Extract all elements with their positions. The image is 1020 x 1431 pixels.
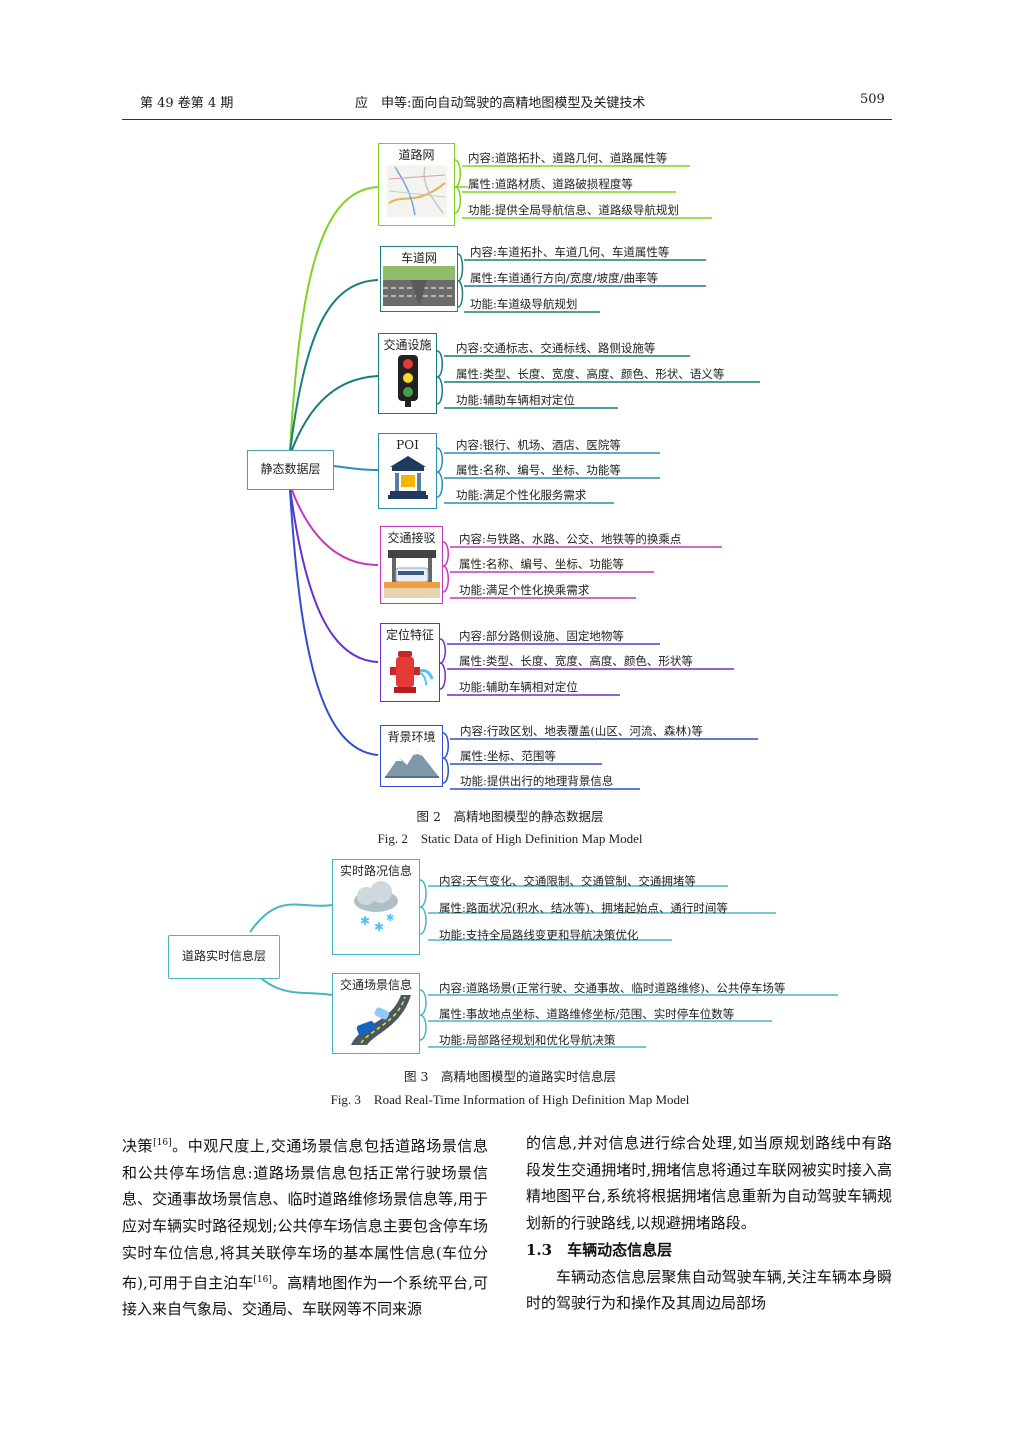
- fig2-leaf: 内容:交通标志、交通标线、路侧设施等: [456, 341, 656, 355]
- branch-poi: [333, 465, 379, 471]
- fig2-leaf: 属性:类型、长度、宽度、高度、颜色、形状等: [459, 654, 693, 668]
- page-number: 509: [860, 92, 885, 107]
- body-column-left: 决策[16]。中观尺度上,交通场景信息包括道路场景信息和公共停车场信息:道路场景…: [122, 1130, 488, 1323]
- node-realtime-traffic: 实时路况信息 ✱ ✱ ✱: [332, 859, 420, 955]
- fig2-leaf: 功能:辅助车辆相对定位: [459, 680, 578, 694]
- fig2-leaf: 功能:满足个性化服务需求: [456, 488, 587, 502]
- fig2-leaf: 功能:满足个性化换乘需求: [459, 583, 590, 597]
- node-background-environment: 背景环境: [380, 725, 443, 787]
- lane-road-icon: [383, 266, 455, 306]
- fig2-leaf: 属性:类型、长度、宽度、高度、颜色、形状、语义等: [456, 367, 725, 381]
- fig2-leaf: 内容:银行、机场、酒店、医院等: [456, 438, 621, 452]
- node-title: POI: [396, 438, 419, 452]
- road-accident-icon: [351, 995, 411, 1045]
- fig3-leaf: 功能:局部路径规划和优化导航决策: [439, 1033, 616, 1047]
- citation[interactable]: [16]: [153, 1138, 172, 1148]
- fig2-leaf: 功能:车道级导航规划: [470, 297, 578, 311]
- node-title: 车道网: [400, 251, 437, 265]
- branch-transfer: [289, 484, 379, 566]
- fig2-leaf: 内容:部分路侧设施、固定地物等: [459, 629, 624, 643]
- fig2-root-label: 静态数据层: [260, 462, 321, 476]
- fig2-leaf: 属性:道路材质、道路破损程度等: [468, 177, 633, 191]
- fig3-leaf: 内容:天气变化、交通限制、交通管制、交通拥堵等: [439, 874, 696, 888]
- body-paragraph: 的信息,并对信息进行综合处理,如当原规划路线中有路段发生交通拥堵时,拥堵信息将通…: [526, 1134, 892, 1233]
- journal-issue: 第 49 卷第 4 期: [140, 96, 234, 111]
- fig2-leaf: 内容:行政区划、地表覆盖(山区、河流、森林)等: [460, 724, 703, 738]
- node-title: 道路网: [398, 148, 435, 162]
- running-title: 应 申等:面向自动驾驶的高精地图模型及关键技术: [355, 96, 646, 111]
- fig2-root-node: 静态数据层: [247, 450, 334, 490]
- branch-traffic-facility: [289, 375, 379, 456]
- fig2-connectors: [289, 159, 760, 790]
- citation[interactable]: [16]: [253, 1274, 272, 1285]
- fig3-leaf: 功能:支持全局路线变更和导航决策优化: [439, 928, 639, 942]
- section-heading: 1.3 车辆动态信息层: [526, 1240, 673, 1259]
- mountain-icon: [384, 749, 439, 778]
- fig3-connectors: [249, 879, 838, 1048]
- fig2-leaf: 内容:车道拓扑、车道几何、车道属性等: [470, 245, 670, 259]
- fig2-caption-cn: 图 2 高精地图模型的静态数据层: [416, 809, 604, 824]
- text-run: 。高精地图作为一个系统平台,可接入来自气象局、交通局、车联网等不同来源: [122, 1273, 488, 1319]
- node-title: 实时路况信息: [339, 864, 412, 878]
- header-rule: [122, 119, 892, 120]
- fig2-leaf: 功能:提供全局导航信息、道路级导航规划: [468, 203, 679, 217]
- fig3-root-node: 道路实时信息层: [168, 935, 280, 979]
- svg-text:✱: ✱: [386, 913, 394, 924]
- fig3-leaf: 内容:道路场景(正常行驶、交通事故、临时道路维修)、公共停车场等: [439, 981, 786, 995]
- fig3-leaf: 属性:路面状况(积水、结冰等)、拥堵起始点、通行时间等: [439, 901, 728, 915]
- node-traffic-scene: 交通场景信息: [332, 973, 420, 1054]
- fig2-leaf: 属性:名称、编号、坐标、功能等: [456, 463, 621, 477]
- fig3-caption-en: Fig. 3 Road Real-Time Information of Hig…: [330, 1092, 690, 1107]
- branch-road-network: [289, 186, 379, 451]
- traffic-light-icon: [397, 355, 418, 407]
- fig2-leaf: 属性:车道通行方向/宽度/坡度/曲率等: [470, 271, 658, 285]
- node-lane-network: 车道网: [380, 246, 458, 312]
- node-poi: POI: [378, 433, 437, 509]
- fig2-caption-en: Fig. 2 Static Data of High Definition Ma…: [377, 831, 643, 846]
- node-transfer: 交通接驳: [380, 526, 443, 604]
- node-traffic-facility: 交通设施: [378, 333, 437, 414]
- branch-lane-network: [289, 279, 379, 453]
- branch-positioning: [289, 487, 379, 663]
- svg-text:✱: ✱: [374, 920, 384, 934]
- node-title: 交通场景信息: [339, 978, 412, 992]
- road-map-icon: [386, 165, 447, 217]
- body-column-right: 的信息,并对信息进行综合处理,如当原规划路线中有路段发生交通拥堵时,拥堵信息将通…: [526, 1130, 892, 1317]
- branch-background: [289, 489, 379, 756]
- node-title: 交通设施: [383, 338, 432, 352]
- fig3-caption-cn: 图 3 高精地图模型的道路实时信息层: [404, 1069, 616, 1084]
- fire-hydrant-icon: [390, 651, 434, 693]
- svg-text:✱: ✱: [360, 914, 370, 928]
- text-run: 。中观尺度上,交通场景信息包括道路场景信息和公共停车场信息:道路场景信息包括正常…: [122, 1137, 488, 1292]
- fig2-leaf: 功能:辅助车辆相对定位: [456, 393, 575, 407]
- body-paragraph: 决策[16]。中观尺度上,交通场景信息包括道路场景信息和公共停车场信息:道路场景…: [122, 1130, 488, 1323]
- node-title: 背景环境: [387, 730, 436, 744]
- fig2-leaf: 属性:名称、编号、坐标、功能等: [459, 557, 624, 571]
- text-run: 决策: [122, 1137, 154, 1155]
- node-title: 交通接驳: [387, 531, 436, 545]
- fig3-root-label: 道路实时信息层: [181, 949, 266, 963]
- fig2-leaf: 内容:道路拓扑、道路几何、道路属性等: [468, 151, 668, 165]
- fig3-leaf: 属性:事故地点坐标、道路维修坐标/范围、实时停车位数等: [439, 1007, 735, 1021]
- train-station-icon: [383, 550, 440, 598]
- fig2-leaf: 属性:坐标、范围等: [460, 749, 556, 763]
- snow-cloud-icon: ✱ ✱ ✱: [354, 881, 398, 934]
- node-road-network: 道路网: [378, 143, 455, 226]
- fig2-leaf: 内容:与铁路、水路、公交、地铁等的换乘点: [459, 532, 682, 546]
- body-paragraph: 车辆动态信息层聚焦自动驾驶车辆,关注车辆本身瞬时的驾驶行为和操作及其周边局部场: [526, 1267, 892, 1313]
- fig2-leaf: 功能:提供出行的地理背景信息: [460, 774, 614, 788]
- bank-icon: [387, 456, 428, 499]
- node-title: 定位特征: [385, 628, 434, 642]
- node-positioning-feature: 定位特征: [380, 623, 440, 702]
